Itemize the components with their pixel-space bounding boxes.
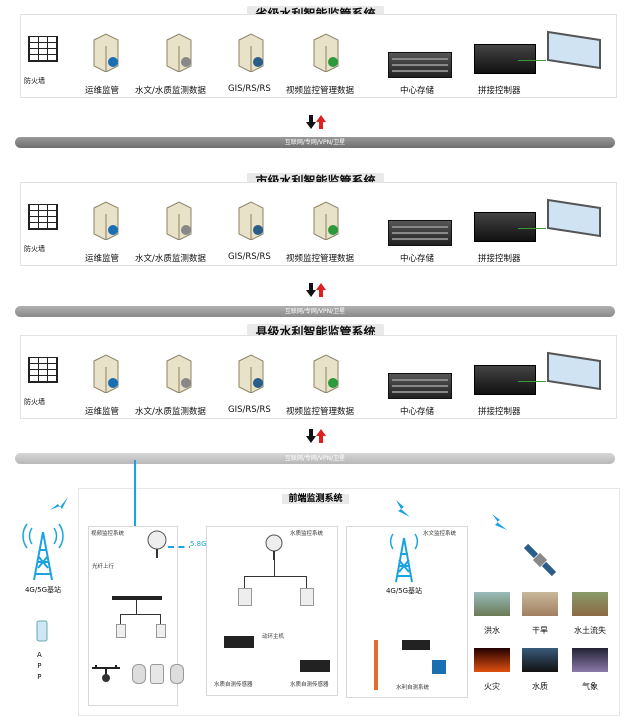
gis-label: GIS/RS/RS [228, 252, 271, 262]
poe-device-icon [156, 624, 166, 638]
splice-label: 拼接控制器 [478, 407, 521, 417]
server-icon [313, 354, 339, 393]
storage-label: 中心存储 [400, 407, 435, 417]
display-wall-icon [547, 198, 601, 238]
video-label: 视频监控管理数据 [286, 407, 355, 417]
rtu-device-icon [402, 640, 430, 650]
lightning-icon [50, 497, 68, 510]
event-label: 水质 [532, 682, 548, 691]
camera-icon [170, 664, 184, 684]
server-icon [166, 201, 192, 240]
gauge-pole-icon [374, 640, 378, 690]
event-label: 气象 [582, 682, 598, 691]
event-label: 干旱 [532, 626, 548, 635]
display-wall-icon [547, 351, 601, 391]
water-box-label: 水质监控系统 [290, 531, 324, 537]
updown-arrow-icon [306, 115, 326, 129]
ops-label: 运维监管 [85, 86, 120, 96]
updown-arrow-icon [306, 429, 326, 443]
updown-arrow-icon [306, 283, 326, 297]
hydro-label: 水文/水质监测数据 [135, 254, 206, 264]
controller-icon [474, 212, 536, 242]
sensor-device-icon [300, 660, 330, 672]
cell-tower-icon [389, 533, 419, 583]
event-photo [474, 592, 510, 616]
drone-icon [92, 665, 120, 682]
poe-device-icon [238, 588, 252, 606]
server-icon [93, 33, 119, 72]
firewall-label: 防火墙 [24, 398, 45, 406]
storage-icon [388, 373, 452, 399]
server-icon [166, 354, 192, 393]
tower-left-label: 4G/5G基站 [24, 586, 62, 594]
firewall-icon [28, 357, 58, 383]
hydro-label: 水文/水质监测数据 [135, 407, 206, 417]
ops-label: 运维监管 [85, 254, 120, 264]
cell-tower-icon [22, 523, 64, 581]
ring-host-label: 动环主机 [262, 634, 285, 640]
event-label: 火灾 [484, 682, 500, 691]
server-icon [93, 354, 119, 393]
gis-label: GIS/RS/RS [228, 84, 271, 94]
satellite-icon [523, 543, 557, 577]
video-label: 视频监控管理数据 [286, 254, 355, 264]
event-photo [474, 648, 510, 672]
server-icon [238, 354, 264, 393]
event-photo [522, 648, 558, 672]
storage-icon [388, 52, 452, 78]
frontend-title: 前端监测系统 [0, 491, 631, 504]
poe-device-icon [300, 588, 314, 606]
firewall-label: 防火墙 [24, 77, 45, 85]
phone-icon [36, 620, 48, 642]
gis-label: GIS/RS/RS [228, 405, 271, 415]
video-label: 视频监控管理数据 [286, 86, 355, 96]
firewall-icon [28, 204, 58, 230]
controller-icon [474, 365, 536, 395]
fiber-label: 光纤上行 [92, 564, 115, 570]
sensor1-label: 水质自测传感器 [214, 682, 253, 688]
sensor2-label: 水质自测传感器 [290, 682, 329, 688]
server-icon [93, 201, 119, 240]
server-icon [238, 33, 264, 72]
display-wall-icon [547, 30, 601, 70]
storage-icon [388, 220, 452, 246]
dish-antenna-icon [147, 530, 167, 558]
switch-icon [112, 596, 162, 600]
dish-antenna-icon [265, 534, 283, 560]
controller-icon [474, 44, 536, 74]
network-pipe-3: 互联网/专网/VPN/卫星 [15, 453, 615, 464]
splice-label: 拼接控制器 [478, 86, 521, 96]
tablet-icon [432, 660, 446, 674]
firewall-label: 防火墙 [24, 245, 45, 253]
firewall-icon [28, 36, 58, 62]
hydro-sensor-label: 水利自测系统 [396, 685, 430, 691]
poe-device-icon [116, 624, 126, 638]
network-pipe-2: 互联网/专网/VPN/卫星 [15, 306, 615, 317]
ops-label: 运维监管 [85, 407, 120, 417]
event-photo [522, 592, 558, 616]
lightning-icon [396, 500, 410, 517]
storage-label: 中心存储 [400, 254, 435, 264]
event-label: 洪水 [484, 626, 500, 635]
hydro-label: 水文/水质监测数据 [135, 86, 206, 96]
hydro-monitor-box [346, 526, 468, 698]
server-icon [313, 201, 339, 240]
event-photo [572, 648, 608, 672]
tower-mid-label: 4G/5G基站 [385, 587, 423, 595]
sensor-device-icon [224, 636, 254, 648]
hydro-box-label: 水文监控系统 [423, 531, 457, 537]
server-icon [313, 33, 339, 72]
network-pipe-1: 互联网/专网/VPN/卫星 [15, 137, 615, 148]
lightning-icon [492, 514, 507, 530]
server-icon [238, 201, 264, 240]
server-icon [166, 33, 192, 72]
splice-label: 拼接控制器 [478, 254, 521, 264]
event-photo [572, 592, 608, 616]
camera-icon [132, 664, 146, 684]
event-label: 水土流失 [574, 626, 606, 635]
storage-label: 中心存储 [400, 86, 435, 96]
camera-icon [150, 664, 164, 684]
video-box-label: 视频监控系统 [91, 531, 125, 537]
